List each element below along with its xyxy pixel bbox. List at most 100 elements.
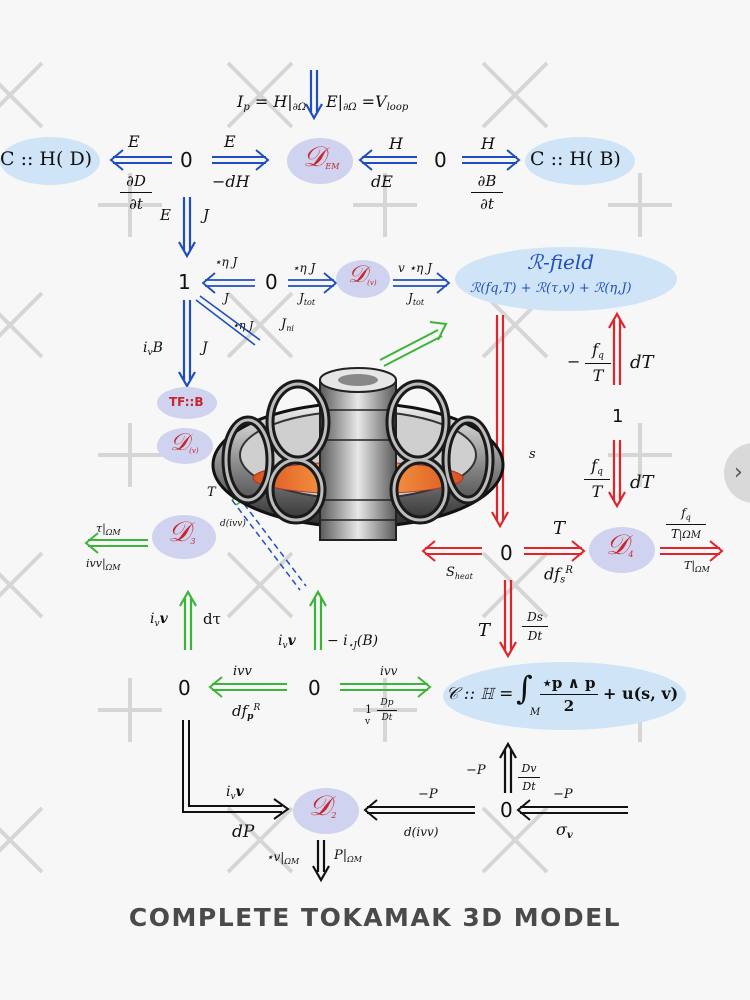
label-dtau: dτ [203, 610, 221, 628]
ellipse-cb [525, 137, 635, 185]
ellipse-dv2 [157, 428, 213, 464]
zero-1: 0 [180, 148, 193, 172]
label-mp-3: −P [553, 787, 573, 802]
dirac-v2: 𝒟(v) [170, 428, 199, 456]
label-ivv-3: ivv [233, 664, 252, 679]
label-ivv-4: ivv [380, 664, 398, 678]
tf-b: TF::B [169, 395, 204, 409]
label-t-down: T [478, 620, 491, 641]
label-t-om: T|ΩM [684, 559, 710, 574]
label-ivv-om: ivv|ΩM [86, 557, 121, 572]
zero-row2: 0 [265, 270, 278, 294]
label-mp-2: −P [418, 787, 438, 802]
label-jni: Jni [281, 317, 294, 333]
watermark-plus-icon [98, 173, 162, 237]
label-v-om: ⋆v|ΩM [266, 850, 300, 866]
label-etaj-n: ⋆η J [232, 319, 254, 332]
label-e-down: E [160, 206, 171, 224]
dirac-2: 𝒟2 [309, 789, 337, 822]
watermark-plus-icon [98, 678, 162, 742]
hamiltonian-lhs: 𝒞 :: ℍ = [446, 684, 514, 704]
ellipse-hamiltonian [443, 662, 686, 730]
rfield-formula: ℛ(fq,T) + ℛ(τ,v) + ℛ(η,J) [470, 281, 632, 296]
label-h1: H [389, 134, 403, 153]
watermark-plus-icon [481, 61, 549, 129]
watermark-plus-icon [608, 423, 672, 487]
one-right: 1 [612, 406, 624, 427]
hamiltonian-rest: + u(s, v) [603, 684, 679, 703]
boundary-current-eq: Ip = H|∂Ω [237, 92, 307, 113]
page-title: COMPLETE TOKAMAK 3D MODEL [128, 903, 622, 932]
dirac-em: 𝒟EM [303, 140, 340, 173]
complex-hd: C :: H( D) [0, 148, 93, 170]
label-vetaj: v ⋆η J [398, 261, 432, 275]
complex-hb: C :: H( B) [530, 148, 621, 170]
tokamak-illustration [211, 367, 505, 541]
label-sigma: σv [556, 820, 573, 841]
label-jtot: Jtot [299, 291, 316, 307]
label-etaj: ⋆η J [214, 255, 238, 269]
watermark-plus-icon [608, 173, 672, 237]
watermark-plus-icon [481, 551, 549, 619]
zero-row4-2: 0 [308, 676, 321, 700]
watermark-plus-icon [226, 806, 294, 874]
watermark-plus-icon [0, 806, 44, 874]
label-e2: E [224, 132, 236, 151]
label-dp: dP [232, 822, 255, 842]
label-j-left: J [202, 340, 208, 356]
watermark-plus-icon [0, 61, 44, 129]
watermark-plus-icon [481, 806, 549, 874]
ellipse-d2 [293, 788, 359, 834]
label-v: v [365, 717, 371, 727]
label-ts: s [529, 447, 536, 462]
label-etaj2: ⋆η J [292, 261, 316, 275]
ellipse-d3 [152, 515, 216, 559]
label-d-ivv: d(ivv) [404, 825, 439, 839]
black-arrows [182, 720, 628, 883]
dirac-v: 𝒟(v) [348, 260, 377, 288]
dirac-4: 𝒟4 [606, 528, 634, 561]
zero-row4-1: 0 [178, 676, 191, 700]
label-ivv-5: ivv [226, 784, 244, 802]
integral-domain: M [530, 707, 541, 718]
label-mdh: −dH [212, 172, 250, 191]
dirac-3: 𝒟3 [168, 515, 196, 548]
ellipse-dv [336, 260, 390, 298]
label-dt2: dT [630, 472, 654, 493]
zero-2: 0 [434, 148, 447, 172]
label-istar-b: − i⋆J(B) [327, 633, 379, 651]
minus-sign: − [567, 352, 581, 371]
label-de: dE [371, 172, 393, 191]
boundary-voltage-eq: E|∂Ω =Vloop [326, 92, 409, 113]
watermark-plus-icon [98, 423, 162, 487]
label-h2: H [481, 134, 495, 153]
frac-db-dt: ∂B∂t [471, 172, 503, 213]
label-one-over-v: 1 [365, 703, 372, 716]
label-div: d(ivv) [220, 519, 246, 529]
label-jtot2: Jtot [408, 291, 425, 307]
watermark-plus-icon [226, 551, 294, 619]
zero-mid: 0 [500, 541, 513, 565]
label-tau-om: τ|ΩM [96, 522, 121, 537]
label-j: J [224, 291, 229, 305]
label-e1: E [128, 132, 140, 151]
label-ivv-1: ivv [150, 611, 168, 629]
label-sheat: Sheat [446, 565, 473, 581]
label-mp-1: −P [466, 763, 486, 778]
watermark-plus-icon [353, 173, 417, 237]
zero-row5: 0 [500, 798, 513, 822]
label-ivv-2: ivv [278, 633, 296, 651]
frac-dd-dt: ∂D∂t [120, 172, 152, 213]
label-dfs: dfsR [544, 564, 573, 586]
chevron-right-icon: › [734, 460, 743, 485]
watermark-plus-icon [226, 61, 294, 129]
